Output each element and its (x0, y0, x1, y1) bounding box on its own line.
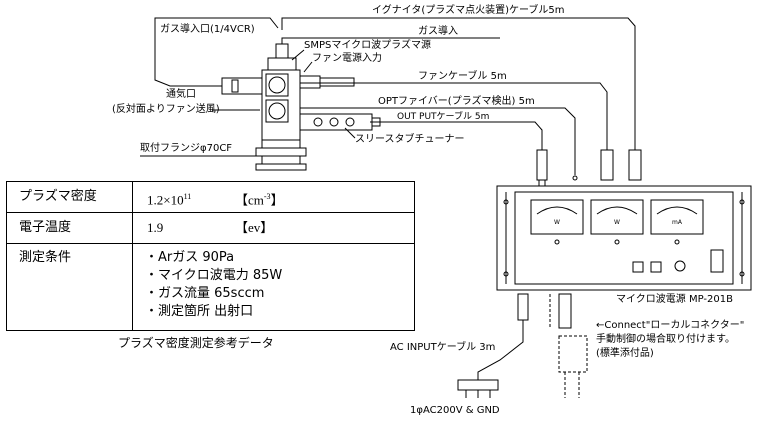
table-row: 電子温度 1.9 【ev】 (7, 213, 414, 244)
row-unit: 【cm-3】 (235, 192, 284, 208)
condition-item: ・測定箇所 出射口 (145, 304, 254, 319)
knob (674, 260, 686, 272)
meter-2 (590, 199, 644, 235)
connect-line-2: 手動制御の場合取り付けます。 (596, 334, 735, 345)
row-value: 1.2×1011 (147, 192, 192, 208)
fan-cable-label: ファンケーブル 5m (418, 71, 507, 82)
opt-fiber-label: OPTファイバー(プラズマ検出) 5m (378, 96, 535, 107)
fan-cable-plug (600, 149, 614, 181)
opt-connector (572, 175, 578, 181)
vent-note-label: (反対面よりファン送風) (112, 104, 220, 115)
ac-cable-line (477, 320, 524, 380)
fan-lower (265, 99, 289, 123)
vent-label: 通気口 (166, 89, 196, 100)
flange-label: 取付フランジφ70CF (140, 143, 233, 154)
ac-cable-label: AC INPUTケーブル 3m (390, 342, 496, 353)
table-row: 測定条件 ・Arガス 90Pa ・マイクロ波電力 85W ・ガス流量 65scc… (7, 244, 414, 330)
power-supply-case (496, 185, 752, 291)
tuner-body (299, 113, 373, 131)
table-row: プラズマ密度 1.2×1011 【cm-3】 (7, 182, 414, 213)
power-switch (710, 249, 724, 273)
switch-1 (632, 261, 644, 273)
row-label: 電子温度 (19, 220, 72, 235)
ac-input-label: 1φAC200V & GND (410, 405, 500, 416)
fan-power-leader (303, 61, 313, 73)
gas-port-fitting (275, 43, 289, 59)
row-label: 測定条件 (19, 250, 72, 265)
output-cable-label: OUT PUTケーブル 5m (397, 112, 490, 122)
igniter-plug (628, 149, 642, 181)
vent-line (154, 40, 222, 87)
ac-plug (457, 379, 499, 391)
flange-lower (261, 155, 301, 165)
switch-2 (650, 261, 662, 273)
vent-pipe (221, 77, 263, 95)
igniter-cable-label: イグナイタ(プラズマ点火装置)ケーブル5m (372, 5, 565, 16)
gas-inlet-port-label: ガス導入口(1/4VCR) (160, 24, 255, 35)
flange-neck (261, 139, 301, 149)
meter-1-unit: W (554, 219, 560, 226)
meter-2-unit: W (614, 219, 620, 226)
gas-inlet-label: ガス導入 (418, 26, 458, 37)
output-connector (536, 149, 548, 181)
meter-1 (530, 199, 584, 235)
gas-port-bracket (154, 17, 279, 40)
smps-source-label: SMPSマイクロ波プラズマ源 (304, 40, 431, 51)
meter-3 (650, 199, 704, 235)
flange-upper (255, 147, 307, 157)
row-value: 1.9 (147, 220, 164, 235)
row-label: プラズマ密度 (19, 189, 97, 204)
gas-inlet-line (281, 37, 500, 44)
condition-item: ・マイクロ波電力 85W (145, 268, 283, 283)
connect-line-3: (標準添付品) (596, 348, 654, 359)
connect-line-1: ←Connect"ローカルコネクター" (596, 320, 745, 331)
condition-item: ・Arガス 90Pa (145, 250, 235, 265)
fan-cable-line (300, 82, 608, 150)
fan-connector (299, 75, 321, 89)
source-top (267, 57, 297, 71)
table-caption: プラズマ密度測定参考データ (118, 336, 274, 350)
meter-3-unit: mA (672, 219, 683, 226)
source-body (261, 69, 301, 141)
condition-item: ・ガス流量 65sccm (145, 286, 265, 301)
local-connector-plug (558, 293, 572, 329)
power-supply-panel (514, 191, 734, 285)
power-supply-label: マイクロ波電源 MP-201B (616, 294, 733, 305)
fan-power-label: ファン電源入力 (312, 53, 382, 64)
row-unit: 【ev】 (235, 220, 274, 235)
igniter-cable-line (281, 17, 636, 150)
tuner-label: スリースタブチューナー (355, 134, 465, 145)
output-cable-line (370, 121, 543, 150)
plasma-data-table: プラズマ密度 1.2×1011 【cm-3】 電子温度 1.9 【ev】 測定条… (6, 181, 415, 331)
opt-fiber-line (300, 107, 576, 175)
fan-upper (265, 73, 289, 97)
